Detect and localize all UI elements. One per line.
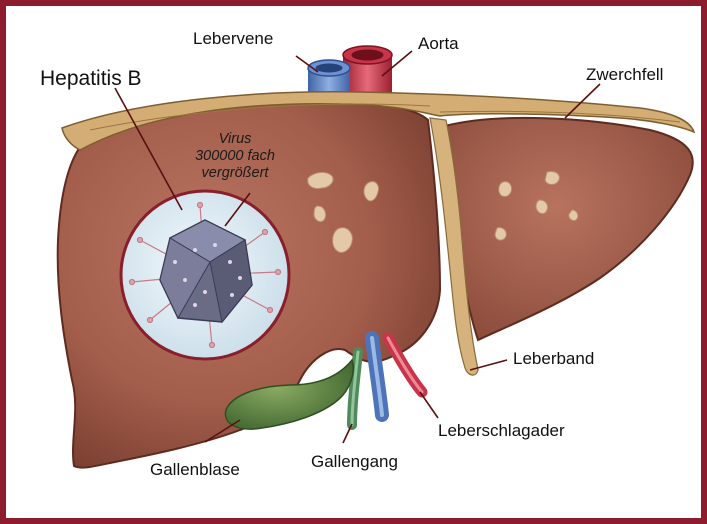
aorta-vessel — [343, 46, 392, 98]
gallenblase-label: Gallenblase — [150, 461, 240, 478]
diagram-title: Hepatitis B — [40, 68, 142, 89]
lebervene-label: Lebervene — [193, 30, 273, 47]
virus-magnification-note: Virus 300000 fach vergrößert — [170, 131, 300, 182]
leberschlagader-label: Leberschlagader — [438, 422, 565, 439]
zwerchfell-label: Zwerchfell — [586, 66, 663, 83]
liver-left-lobe — [445, 118, 693, 340]
leberband-label: Leberband — [513, 350, 594, 367]
gallengang-label: Gallengang — [311, 453, 398, 470]
aorta-label: Aorta — [418, 35, 459, 52]
lebervene-vessel — [308, 60, 350, 96]
virus-magnification-circle — [121, 191, 289, 359]
